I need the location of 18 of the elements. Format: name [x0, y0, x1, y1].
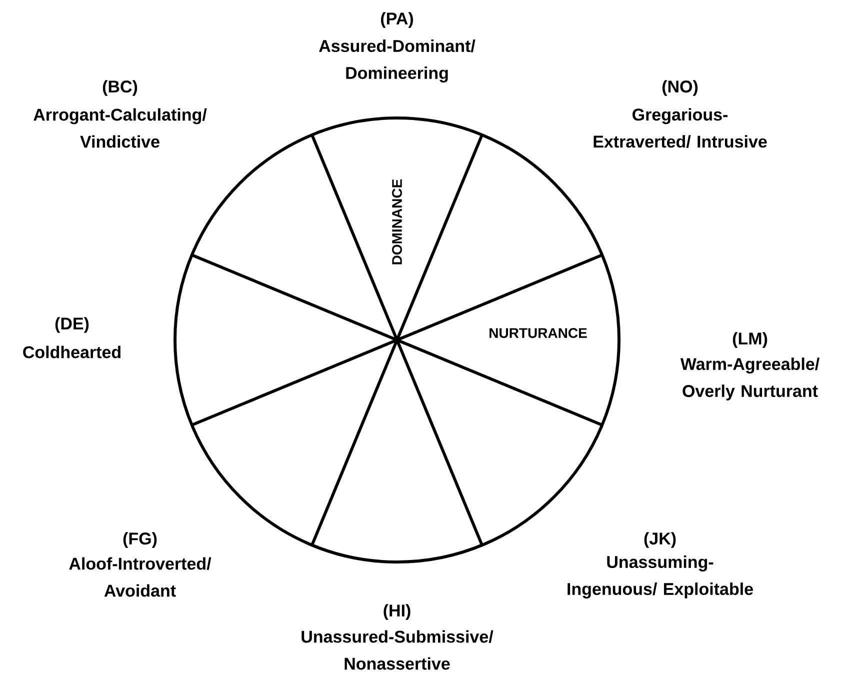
octant-label: Aloof-Introverted/ Avoidant — [69, 557, 212, 597]
octant-label: Coldhearted — [23, 346, 120, 358]
octant-code: (LM) — [732, 332, 768, 348]
octant-code: (HI) — [384, 604, 410, 620]
octant-label: Unassured-Submissive/ Nonassertive — [302, 630, 494, 670]
octant-code: (DE) — [55, 317, 89, 333]
octant-label: Assured-Dominant/ Domineering — [319, 40, 476, 82]
octant-code: (PA) — [381, 12, 413, 28]
axis-label: DOMINANCE — [392, 179, 402, 264]
octant-label: Unassuming-Ingenuous/ Exploitable — [568, 556, 753, 598]
octant-code: (BC) — [102, 80, 138, 96]
octant-code: (NO) — [662, 80, 698, 96]
axis-label: NURTURANCE — [490, 328, 587, 338]
octant-label: Arrogant-Calculating/ Vindictive — [34, 108, 207, 148]
octant-code: (FG) — [123, 532, 157, 548]
octant-label: Warm-Agreeable/ Overly Nurturant — [680, 358, 820, 400]
octant-code: (JK) — [644, 532, 676, 548]
octant-label: Gregarious-Extraverted/ Intrusive — [594, 108, 767, 148]
